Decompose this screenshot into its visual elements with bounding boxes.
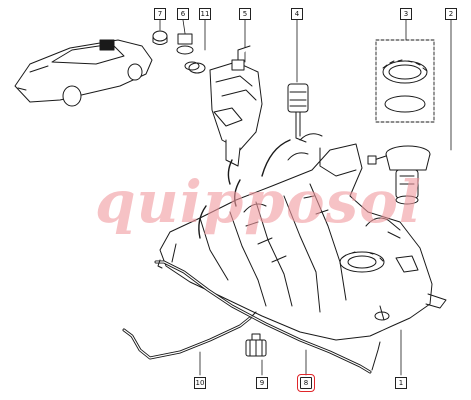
fuel-pump [367,145,431,205]
sender-pipe [287,83,309,143]
callout-6[interactable]: 6 [177,8,189,20]
tank-hoses [198,139,291,239]
car-thumbnail [14,39,153,107]
leader-lines [159,19,452,376]
callout-5[interactable]: 5 [239,8,251,20]
gasket-part [188,62,206,74]
callout-4[interactable]: 4 [291,8,303,20]
callout-11[interactable]: 11 [199,8,211,20]
fuel-tank [159,133,447,341]
tank-straps [122,259,381,374]
bolt-part [245,333,267,357]
lock-ring-box [375,39,435,123]
callout-1[interactable]: 1 [395,377,407,389]
callout-9[interactable]: 9 [256,377,268,389]
callout-3[interactable]: 3 [400,8,412,20]
callout-7[interactable]: 7 [154,8,166,20]
callout-8[interactable]: 8 [297,374,315,392]
callout-10[interactable]: 10 [194,377,206,389]
valve-part [176,33,200,71]
filler-assembly [209,45,263,167]
callout-2[interactable]: 2 [445,8,457,20]
cap-part [152,30,168,45]
